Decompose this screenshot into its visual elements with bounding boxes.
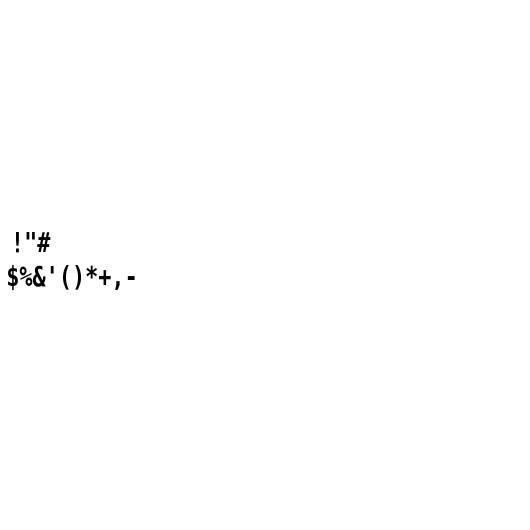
glyph-line-5 <box>0 142 190 176</box>
ascii-sample-block: !"# $%&'()*+,- <box>0 226 177 294</box>
glyph-sample-block <box>0 6 190 210</box>
glyph-line-2 <box>0 40 190 74</box>
glyph-line-6 <box>0 176 190 210</box>
ascii-line-2: $%&'()*+,- <box>6 260 138 293</box>
ascii-line-1: !"# <box>10 226 51 259</box>
glyph-line-1 <box>0 6 190 40</box>
glyph-line-4 <box>0 108 190 142</box>
glyph-line-3 <box>0 74 190 108</box>
